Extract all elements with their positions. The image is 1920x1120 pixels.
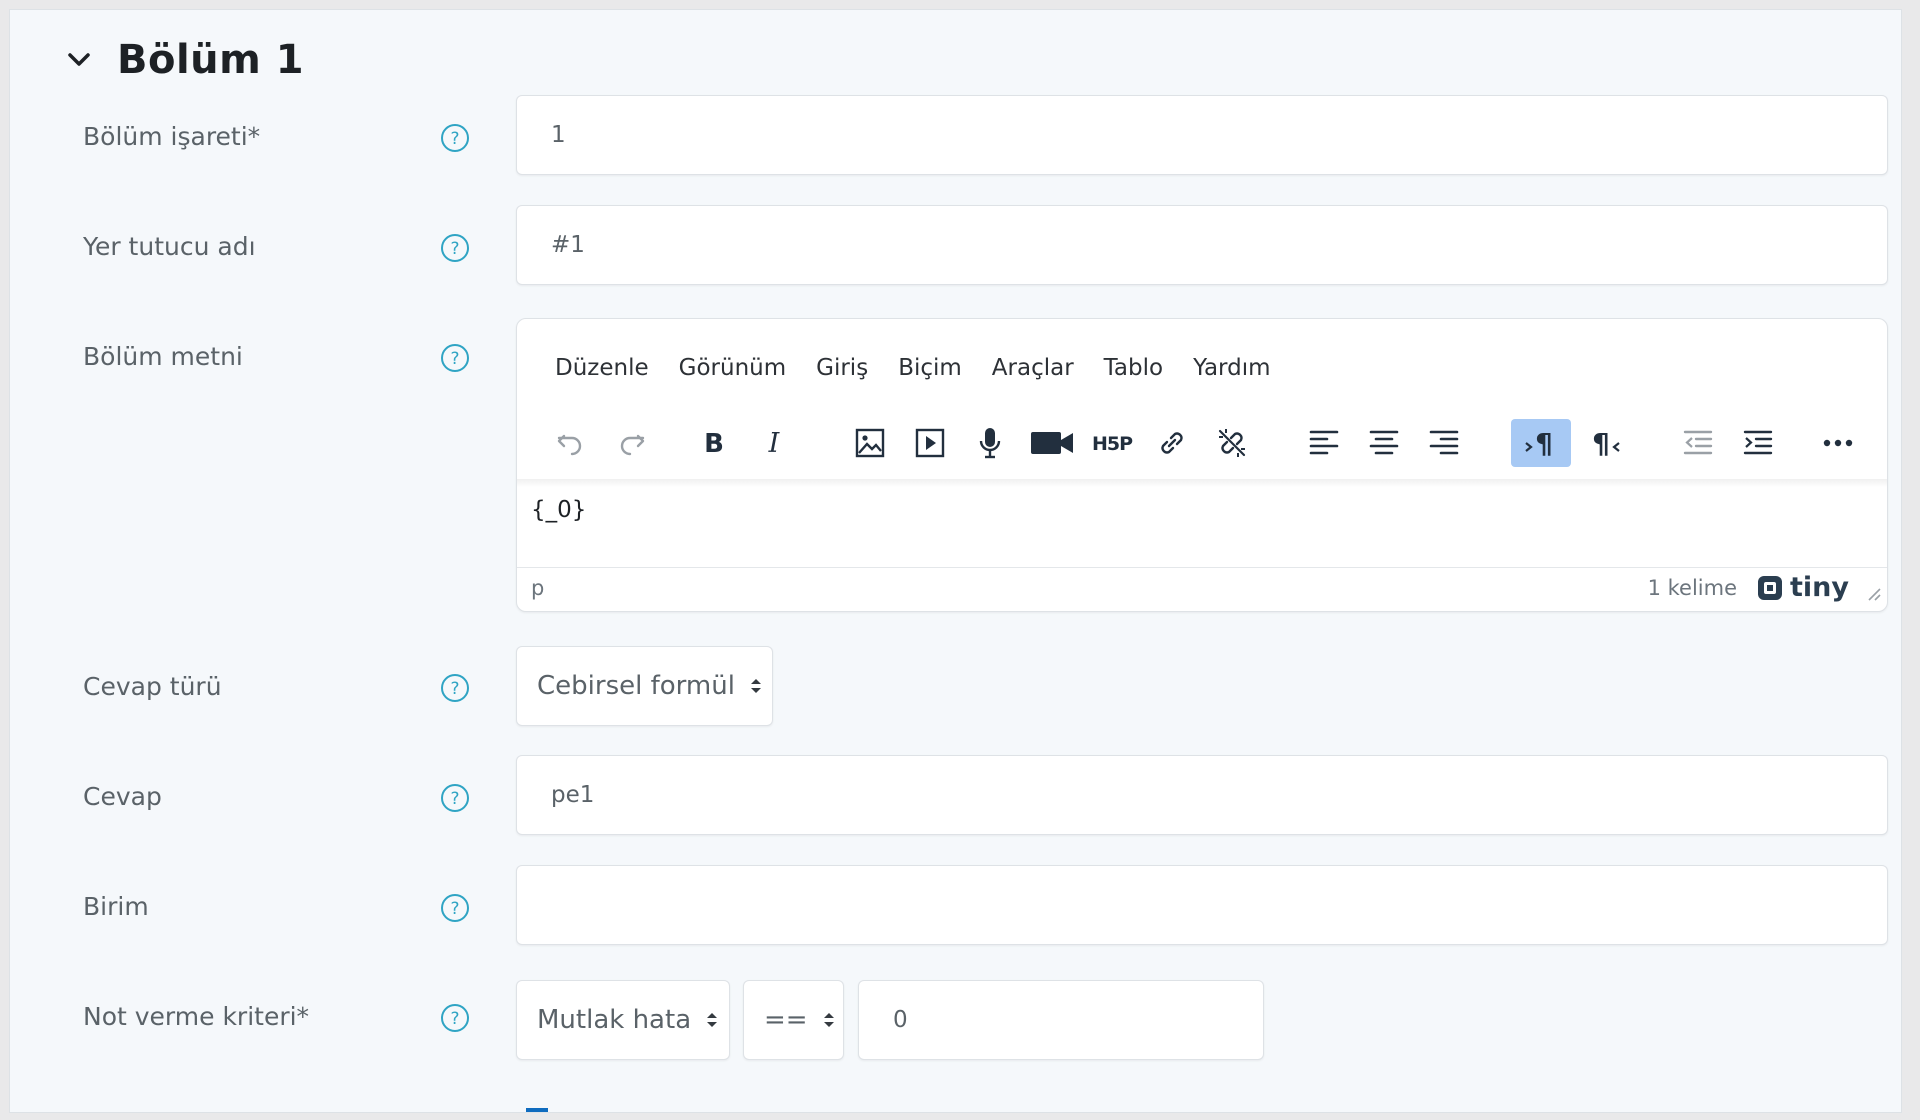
grading-value-input[interactable]: 0: [858, 980, 1264, 1060]
chevron-down-icon[interactable]: [65, 46, 93, 74]
menu-edit[interactable]: Düzenle: [555, 355, 649, 381]
grading-method-value: Mutlak hata: [537, 1005, 692, 1035]
h5p-icon[interactable]: H5P: [1087, 419, 1137, 467]
grading-operator-select[interactable]: ==: [743, 980, 844, 1060]
answer-type-value: Cebirsel formül: [537, 671, 735, 701]
more-icon[interactable]: [1813, 419, 1863, 467]
menu-table[interactable]: Tablo: [1103, 355, 1164, 381]
section-header[interactable]: Bölüm 1: [65, 35, 304, 85]
tiny-logo-text: tiny: [1790, 572, 1849, 603]
align-left-icon[interactable]: [1299, 419, 1349, 467]
svg-text:I: I: [768, 428, 781, 458]
svg-text:?: ?: [450, 239, 459, 259]
answer-type-select[interactable]: Cebirsel formül: [516, 646, 773, 726]
placeholder-label: Yer tutucu adı: [83, 232, 256, 261]
indent-icon[interactable]: [1733, 419, 1783, 467]
ltr-icon[interactable]: ¶: [1511, 419, 1571, 467]
select-arrows-icon: [822, 1010, 836, 1030]
section-title: Bölüm 1: [117, 37, 305, 83]
editor-content[interactable]: {_0}: [531, 497, 587, 523]
word-count: 1 kelime: [1647, 576, 1737, 600]
marker-label: Bölüm işareti*: [83, 122, 261, 151]
resize-handle-icon[interactable]: [1865, 585, 1881, 605]
grading-label: Not verme kriteri*: [83, 1002, 310, 1031]
outdent-icon[interactable]: [1673, 419, 1723, 467]
menu-tools[interactable]: Araçlar: [991, 355, 1074, 381]
unit-input[interactable]: [516, 865, 1888, 945]
unit-label: Birim: [83, 892, 149, 921]
text-label: Bölüm metni: [83, 342, 243, 371]
svg-text:?: ?: [450, 679, 459, 699]
select-arrows-icon: [705, 1010, 719, 1030]
media-icon[interactable]: [905, 419, 955, 467]
marker-input[interactable]: 1: [516, 95, 1888, 175]
svg-text:?: ?: [450, 129, 459, 149]
rtl-icon[interactable]: ¶: [1579, 419, 1629, 467]
answer-label: Cevap: [83, 782, 162, 811]
svg-text:B: B: [704, 429, 724, 458]
svg-text:H5P: H5P: [1092, 433, 1133, 455]
align-right-icon[interactable]: [1419, 419, 1469, 467]
editor-toolbar: B I H5P: [545, 415, 1865, 471]
element-path[interactable]: p: [531, 576, 545, 600]
menu-help[interactable]: Yardım: [1193, 355, 1271, 381]
italic-icon[interactable]: I: [749, 419, 799, 467]
help-icon[interactable]: ?: [440, 783, 470, 813]
svg-text:?: ?: [450, 349, 459, 369]
editor-statusbar: p 1 kelime tiny: [517, 567, 1887, 611]
toolbar-divider: [517, 479, 1887, 487]
undo-icon[interactable]: [545, 419, 595, 467]
menu-format[interactable]: Biçim: [898, 355, 962, 381]
help-icon[interactable]: ?: [440, 123, 470, 153]
answer-input[interactable]: pe1: [516, 755, 1888, 835]
tiny-logo[interactable]: tiny: [1756, 572, 1849, 603]
grading-operator-value: ==: [764, 1005, 808, 1035]
checkbox-edge[interactable]: [526, 1108, 548, 1112]
microphone-icon[interactable]: [965, 419, 1015, 467]
align-center-icon[interactable]: [1359, 419, 1409, 467]
help-icon[interactable]: ?: [440, 673, 470, 703]
placeholder-input[interactable]: #1: [516, 205, 1888, 285]
svg-text:?: ?: [450, 899, 459, 919]
help-icon[interactable]: ?: [440, 1003, 470, 1033]
video-icon[interactable]: [1027, 419, 1077, 467]
menu-view[interactable]: Görünüm: [678, 355, 787, 381]
help-icon[interactable]: ?: [440, 893, 470, 923]
unlink-icon[interactable]: [1207, 419, 1257, 467]
tiny-logo-icon: [1758, 575, 1783, 600]
bold-icon[interactable]: B: [689, 419, 739, 467]
svg-text:¶: ¶: [1592, 428, 1610, 458]
answer-type-label: Cevap türü: [83, 672, 222, 701]
select-arrows-icon: [749, 676, 763, 696]
image-icon[interactable]: [845, 419, 895, 467]
svg-text:?: ?: [450, 789, 459, 809]
editor-menubar: Düzenle Görünüm Giriş Biçim Araçlar Tabl…: [555, 355, 1301, 381]
svg-text:?: ?: [450, 1009, 459, 1029]
help-icon[interactable]: ?: [440, 343, 470, 373]
rich-text-editor[interactable]: Düzenle Görünüm Giriş Biçim Araçlar Tabl…: [516, 318, 1888, 612]
menu-insert[interactable]: Giriş: [816, 355, 869, 381]
grading-method-select[interactable]: Mutlak hata: [516, 980, 730, 1060]
form-panel: Bölüm 1 Bölüm işareti* ? 1 Yer tutucu ad…: [9, 9, 1902, 1113]
link-icon[interactable]: [1147, 419, 1197, 467]
redo-icon[interactable]: [607, 419, 657, 467]
help-icon[interactable]: ?: [440, 233, 470, 263]
svg-text:¶: ¶: [1535, 428, 1553, 458]
